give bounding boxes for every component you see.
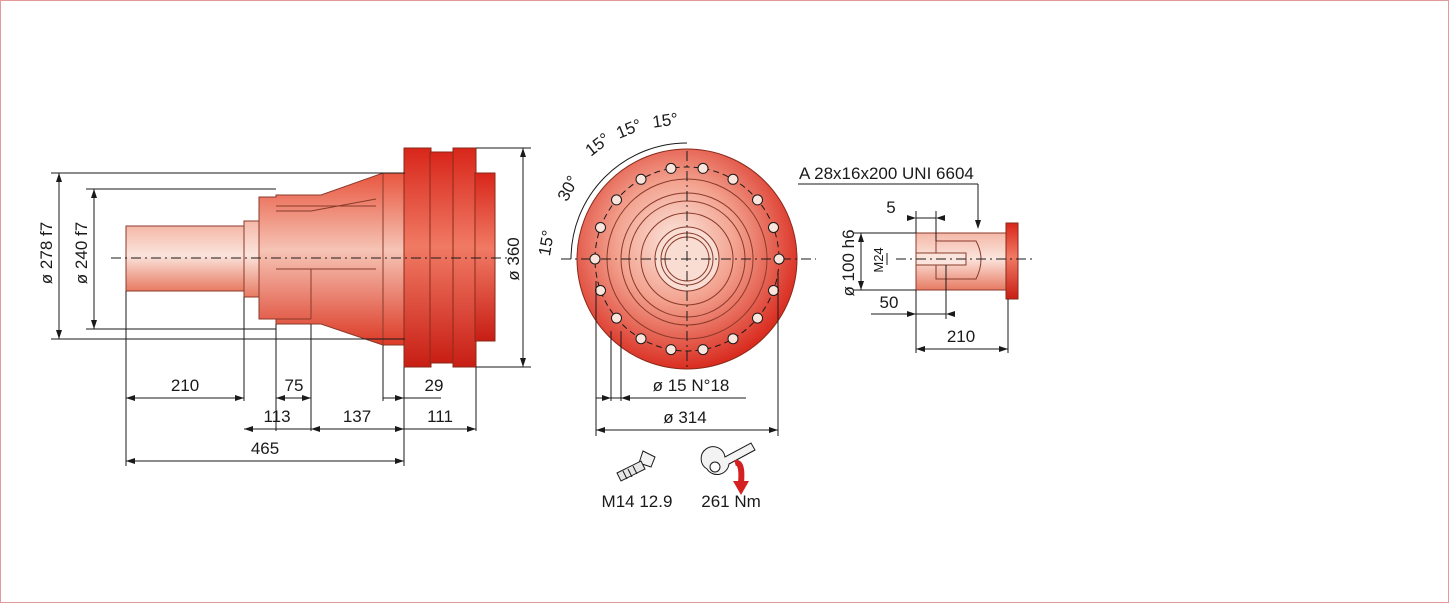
bolt-hole — [595, 285, 606, 296]
bolt-hole — [768, 285, 779, 296]
torque-value: 261 Nm — [701, 492, 761, 511]
bolt-hole — [697, 162, 709, 174]
shaft-collar — [243, 220, 261, 298]
angle-15-d: 15° — [535, 229, 558, 258]
angle-15-b: 15° — [613, 115, 644, 142]
bolt-hole — [727, 333, 739, 345]
bolt-hole — [768, 222, 779, 233]
angle-15-c: 15° — [651, 109, 679, 131]
dim-shaft-210: 210 — [947, 327, 975, 346]
bolt-hole — [611, 312, 622, 324]
dim-75: 75 — [285, 376, 304, 395]
bolt-hole — [595, 222, 606, 233]
bolt-hole — [697, 344, 709, 356]
bolt-hole — [611, 194, 622, 206]
bolt-spec: M14 12.9 — [602, 492, 673, 511]
bolt-hole — [752, 312, 763, 324]
front-view: 15° 30° 15° 15° 15° ø 15 N°18 ø 314 M14 … — [535, 109, 816, 511]
angle-30: 30° — [554, 173, 583, 205]
bolt-icon — [616, 450, 656, 482]
dim-holes: ø 15 N°18 — [653, 376, 730, 395]
dim-465: 465 — [251, 439, 279, 458]
key-spec: A 28x16x200 UNI 6604 — [799, 164, 974, 183]
bolt-hole — [665, 344, 677, 356]
bolt-hole — [589, 253, 601, 265]
dim-d240: ø 240 f7 — [72, 222, 91, 284]
thread-m24: M24 — [871, 247, 886, 272]
dim-d360: ø 360 — [504, 237, 523, 280]
wrench-icon — [700, 442, 756, 475]
dim-210: 210 — [171, 376, 199, 395]
dim-50: 50 — [880, 293, 899, 312]
dim-d100: ø 100 h6 — [839, 229, 858, 296]
bolt-hole — [727, 173, 739, 185]
dim-113: 113 — [263, 407, 290, 426]
shaft-detail: A 28x16x200 UNI 6604 5 ø 100 h6 M24 50 2… — [798, 164, 1036, 353]
bolt-hole — [752, 194, 763, 206]
dim-29: 29 — [425, 376, 444, 395]
dim-pcd: ø 314 — [663, 408, 706, 427]
dim-5: 5 — [886, 198, 895, 217]
pilot-ring — [474, 172, 496, 342]
bolt-hole — [773, 253, 785, 265]
bolt-hole — [665, 162, 677, 174]
dim-111: 111 — [427, 407, 453, 426]
shaft-flange — [1005, 222, 1019, 300]
side-view: ø 278 f7 ø 240 f7 ø 360 210 75 29 113 13… — [37, 147, 531, 466]
bolt-holes — [589, 162, 785, 356]
bolt-hole — [635, 173, 647, 185]
bolt-hole — [635, 333, 647, 345]
dim-137: 137 — [343, 407, 371, 426]
angle-15-a: 15° — [582, 129, 614, 160]
dim-d278: ø 278 f7 — [37, 222, 56, 284]
torque-arrow-icon — [733, 459, 749, 495]
